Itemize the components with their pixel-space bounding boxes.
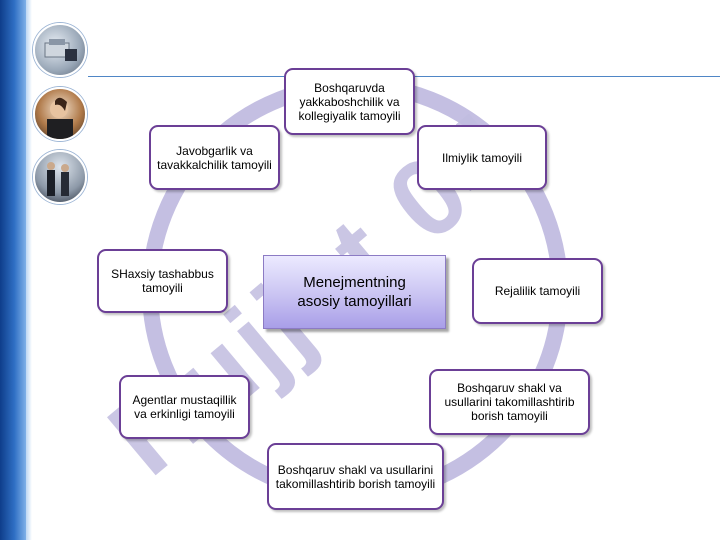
left-band-highlight bbox=[26, 0, 32, 540]
node-yakkaboshchilik[interactable]: Boshqaruvda yakkaboshchilik va kollegiya… bbox=[284, 68, 415, 135]
business-people-photo-icon bbox=[33, 150, 87, 204]
node-shakl-usullar-right[interactable]: Boshqaruv shakl va usullarini takomillas… bbox=[429, 369, 590, 435]
node-agentlar[interactable]: Agentlar mustaqillik va erkinligi tamoyi… bbox=[119, 375, 250, 439]
node-label: Rejalilik tamoyili bbox=[494, 284, 581, 298]
node-javobgarlik[interactable]: Javobgarlik va tavakkalchilik tamoyili bbox=[149, 125, 280, 190]
center-node[interactable]: Menejmentning asosiy tamoyillari bbox=[263, 255, 446, 329]
office-photo-icon bbox=[33, 23, 87, 77]
node-ilmiylik[interactable]: Ilmiylik tamoyili bbox=[417, 125, 547, 190]
center-label: Menejmentning asosiy tamoyillari bbox=[297, 274, 412, 310]
node-label: Javobgarlik va tavakkalchilik tamoyili bbox=[157, 143, 272, 172]
node-label: Boshqaruv shakl va usullarini takomillas… bbox=[444, 381, 575, 423]
node-rejalilik[interactable]: Rejalilik tamoyili bbox=[472, 258, 603, 324]
node-shakl-usullar-bottom[interactable]: Boshqaruv shakl va usullarini takomillas… bbox=[267, 443, 444, 510]
left-decorative-band bbox=[0, 0, 26, 540]
node-label: Ilmiylik tamoyili bbox=[441, 150, 522, 165]
node-label: Agentlar mustaqillik va erkinligi tamoyi… bbox=[132, 393, 237, 421]
node-label: Boshqaruv shakl va usullarini takomillas… bbox=[275, 462, 436, 491]
node-label: SHaxsiy tashabbus tamoyili bbox=[111, 267, 214, 295]
node-shaxsiy-tashabbus[interactable]: SHaxsiy tashabbus tamoyili bbox=[97, 249, 228, 313]
person-photo-icon bbox=[33, 87, 87, 141]
node-label: Boshqaruvda yakkaboshchilik va kollegiya… bbox=[298, 80, 401, 123]
